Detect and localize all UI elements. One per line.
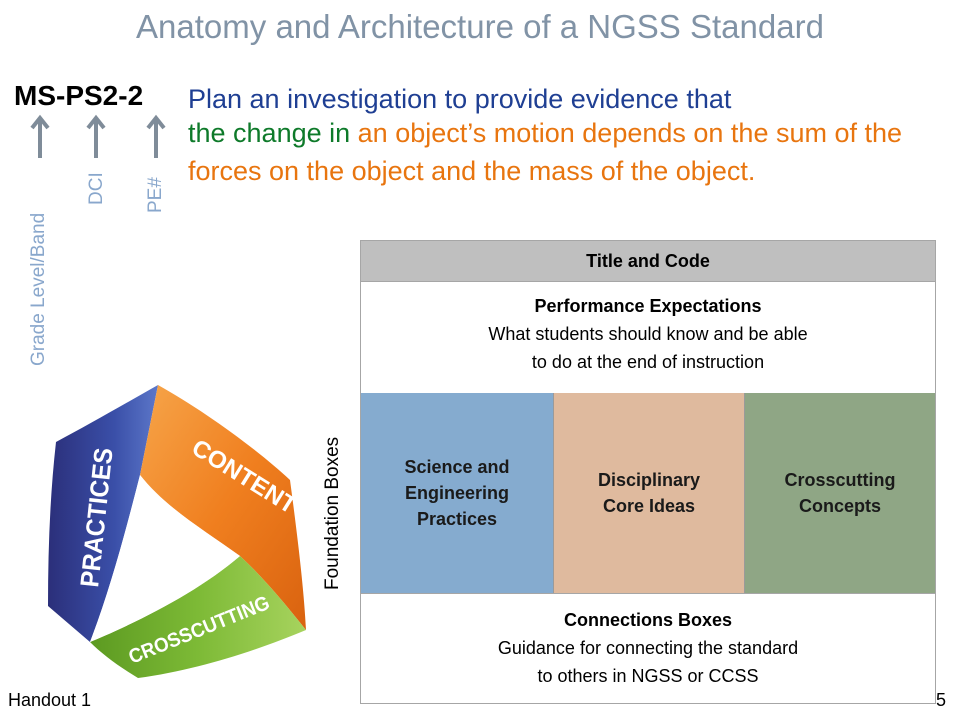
- science-engineering-practices-box: Science and Engineering Practices: [361, 393, 553, 593]
- connections-heading: Connections Boxes: [563, 610, 733, 630]
- foundation-boxes-label: Foundation Boxes: [322, 436, 343, 590]
- sep-line-2: Engineering: [404, 483, 509, 503]
- crosscutting-concepts-box: Crosscutting Concepts: [745, 393, 935, 593]
- slide-title: Anatomy and Architecture of a NGSS Stand…: [136, 8, 824, 45]
- ccc-line-2: Concepts: [798, 496, 881, 516]
- dci-line-2: Core Ideas: [602, 496, 696, 516]
- grade-arrow-icon: [30, 114, 50, 158]
- connections-boxes-row: Connections Boxes Guidance for connectin…: [361, 593, 935, 703]
- pe-description-line-2: to do at the end of instruction: [531, 352, 765, 372]
- pe-description-line-1: What students should know and be able: [488, 324, 808, 344]
- pe-line-1: Plan an investigation to provide evidenc…: [188, 84, 732, 114]
- ccc-line-1: Crosscutting: [784, 470, 896, 490]
- title-and-code-row: Title and Code: [361, 241, 935, 282]
- sep-line-1: Science and: [404, 457, 510, 477]
- page-number: 5: [936, 690, 947, 710]
- grade-level-label: Grade Level/Band: [28, 212, 49, 366]
- sep-line-3: Practices: [416, 509, 498, 529]
- pe-arrow-icon: [146, 114, 166, 158]
- performance-expectation-text: Plan an investigation to provide evidenc…: [188, 80, 948, 190]
- standard-architecture-table: Title and Code Performance Expectations …: [360, 240, 936, 704]
- connections-description-line-1: Guidance for connecting the standard: [497, 638, 799, 658]
- pe-green-phrase: the change in: [188, 118, 351, 148]
- dci-arrow-icon: [86, 114, 106, 158]
- dci-line-1: Disciplinary: [597, 470, 701, 490]
- standard-code: MS-PS2-2: [14, 80, 144, 111]
- pe-orange-phrase: an object’s motion depends on the sum of…: [188, 118, 903, 186]
- disciplinary-core-ideas-box: Disciplinary Core Ideas: [553, 393, 745, 593]
- performance-expectations-row: Performance Expectations What students s…: [361, 282, 935, 392]
- dci-label: DCI: [86, 172, 107, 205]
- pe-number-label: PE#: [145, 177, 166, 213]
- connections-description-line-2: to others in NGSS or CCSS: [537, 666, 759, 686]
- handout-label: Handout 1: [8, 690, 92, 710]
- ngss-dimensions-graphic: PRACTICES CONTENT CROSSCUTTING: [48, 385, 306, 678]
- pe-heading: Performance Expectations: [534, 296, 762, 316]
